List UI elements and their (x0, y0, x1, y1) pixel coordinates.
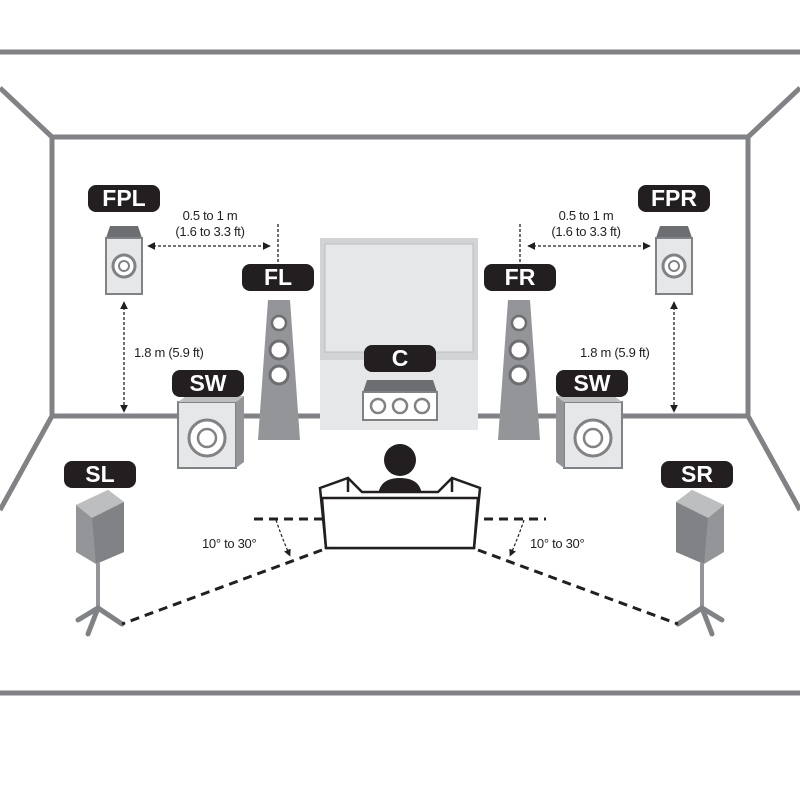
badge-c: C (364, 345, 436, 372)
height-left-label: 1.8 m (5.9 ft) (134, 345, 204, 360)
angle-right-label: 10° to 30° (530, 536, 584, 551)
height-right-label: 1.8 m (5.9 ft) (580, 345, 650, 360)
badge-fpr-label: FPR (651, 185, 697, 211)
badge-sr-label: SR (681, 461, 713, 487)
badge-fr-label: FR (505, 264, 536, 290)
badge-sl: SL (64, 461, 136, 488)
fp-distance-right-label: 0.5 to 1 m (559, 208, 614, 223)
subwoofer-right (556, 396, 623, 469)
subwoofer-left (177, 396, 244, 469)
listener (378, 444, 422, 498)
dimension-lines (120, 224, 678, 413)
surround-right-speaker (675, 490, 725, 637)
sofa (318, 476, 482, 550)
angle-left-label: 10° to 30° (202, 536, 256, 551)
front-left-speaker (258, 300, 300, 440)
badge-fpr: FPR (638, 185, 710, 212)
angle-arcs (275, 519, 525, 557)
front-right-speaker (498, 300, 540, 440)
badge-sl-label: SL (85, 461, 114, 487)
front-presence-right-speaker (655, 226, 693, 295)
fp-distance-left-ft-label: (1.6 to 3.3 ft) (175, 224, 244, 239)
badge-fpl: FPL (88, 185, 160, 212)
fp-distance-right-ft-label: (1.6 to 3.3 ft) (551, 224, 620, 239)
surround-left-speaker (75, 490, 125, 637)
badge-fr: FR (484, 264, 556, 291)
fp-distance-left-label: 0.5 to 1 m (183, 208, 238, 223)
surround-sight-lines (121, 517, 679, 626)
center-speaker (362, 380, 438, 421)
badge-c-label: C (392, 345, 409, 371)
badge-fl: FL (242, 264, 314, 291)
front-presence-left-speaker (105, 226, 143, 295)
badge-sw-right-label: SW (573, 370, 610, 396)
badge-sw-right: SW (556, 370, 628, 397)
badge-sr: SR (661, 461, 733, 488)
badge-fpl-label: FPL (102, 185, 145, 211)
badge-sw-left: SW (172, 370, 244, 397)
badge-sw-left-label: SW (189, 370, 226, 396)
badge-fl-label: FL (264, 264, 292, 290)
